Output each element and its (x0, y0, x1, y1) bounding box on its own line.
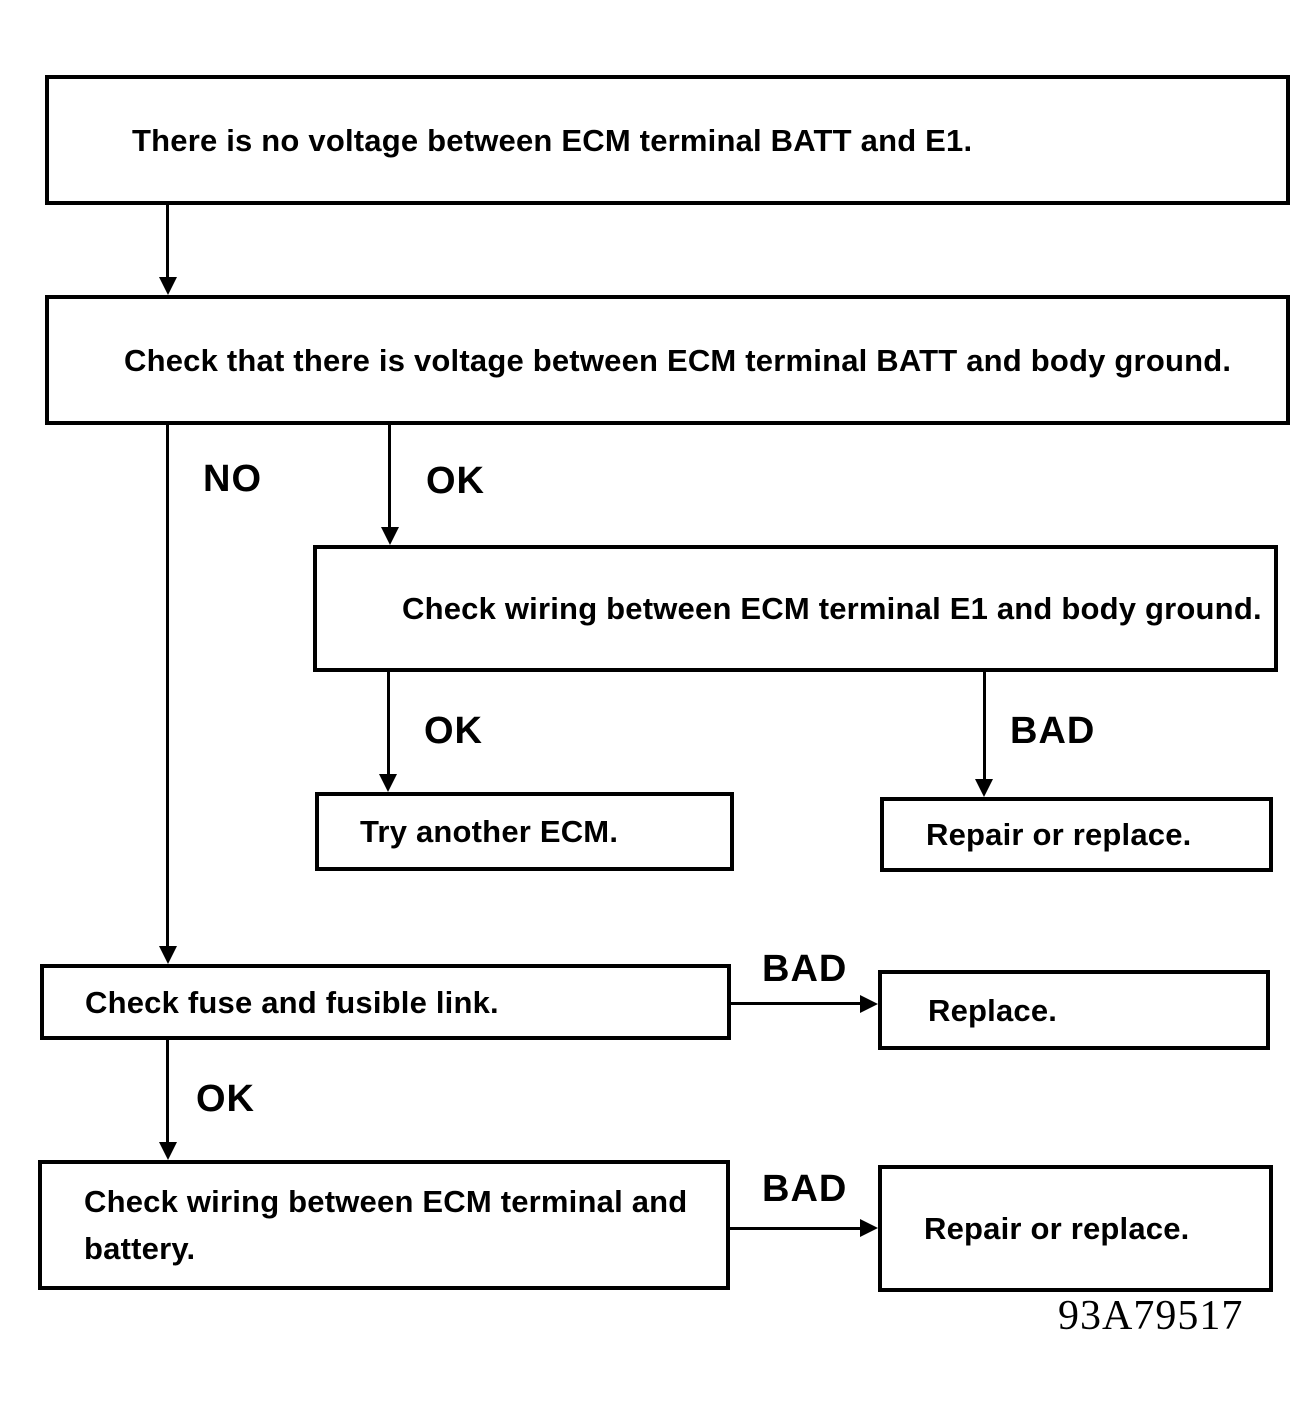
arrowhead-right-icon (860, 995, 878, 1013)
connector-ok-to-check-wiring-battery (166, 1040, 169, 1146)
edge-label-bad-2: BAD (762, 948, 848, 990)
node-text: Repair or replace. (924, 1211, 1190, 1246)
arrowhead-down-icon (975, 779, 993, 797)
flow-node-check-fuse-fusible-link: Check fuse and fusible link. (40, 964, 731, 1040)
arrowhead-down-icon (159, 1142, 177, 1160)
node-text: Try another ECM. (360, 814, 619, 849)
node-text: Check that there is voltage between ECM … (124, 342, 1232, 378)
arrowhead-down-icon (379, 774, 397, 792)
connector-no-branch (166, 425, 169, 950)
edge-label-bad-3: BAD (762, 1168, 848, 1210)
connector-bad-to-replace (731, 1002, 863, 1005)
node-text: Check fuse and fusible link. (85, 984, 499, 1020)
connector-bad-to-repair-or-replace-1 (983, 672, 986, 783)
edge-label-ok-3: OK (196, 1078, 255, 1120)
node-text: There is no voltage between ECM terminal… (132, 122, 973, 158)
arrowhead-down-icon (159, 277, 177, 295)
flow-node-start-condition: There is no voltage between ECM terminal… (45, 75, 1290, 205)
edge-label-ok-2: OK (424, 710, 483, 752)
flow-node-check-wiring-ecm-battery: Check wiring between ECM terminal and ba… (38, 1160, 730, 1290)
arrowhead-down-icon (381, 527, 399, 545)
edge-label-bad-1: BAD (1010, 710, 1096, 752)
flow-node-repair-or-replace-1: Repair or replace. (880, 797, 1273, 872)
flow-node-check-batt-body-ground: Check that there is voltage between ECM … (45, 295, 1290, 425)
connector-ok-to-try-another-ecm (387, 672, 390, 778)
edge-label-no-1: NO (203, 458, 262, 500)
edge-label-ok-1: OK (426, 460, 485, 502)
arrowhead-right-icon (860, 1219, 878, 1237)
connector-start-to-check (166, 205, 169, 280)
flow-node-check-wiring-e1-body-ground: Check wiring between ECM terminal E1 and… (313, 545, 1278, 672)
node-text: Replace. (928, 992, 1058, 1028)
connector-ok-branch (388, 425, 391, 531)
arrowhead-down-icon (159, 946, 177, 964)
connector-bad-to-repair-or-replace-2 (730, 1227, 863, 1230)
flow-node-try-another-ecm: Try another ECM. (315, 792, 734, 871)
node-text: Check wiring between ECM terminal and ba… (84, 1184, 688, 1266)
node-text: Check wiring between ECM terminal E1 and… (402, 591, 1262, 626)
flow-node-replace: Replace. (878, 970, 1270, 1050)
figure-id: 93A79517 (1058, 1293, 1244, 1339)
flow-node-repair-or-replace-2: Repair or replace. (878, 1165, 1273, 1292)
node-text: Repair or replace. (926, 817, 1192, 852)
